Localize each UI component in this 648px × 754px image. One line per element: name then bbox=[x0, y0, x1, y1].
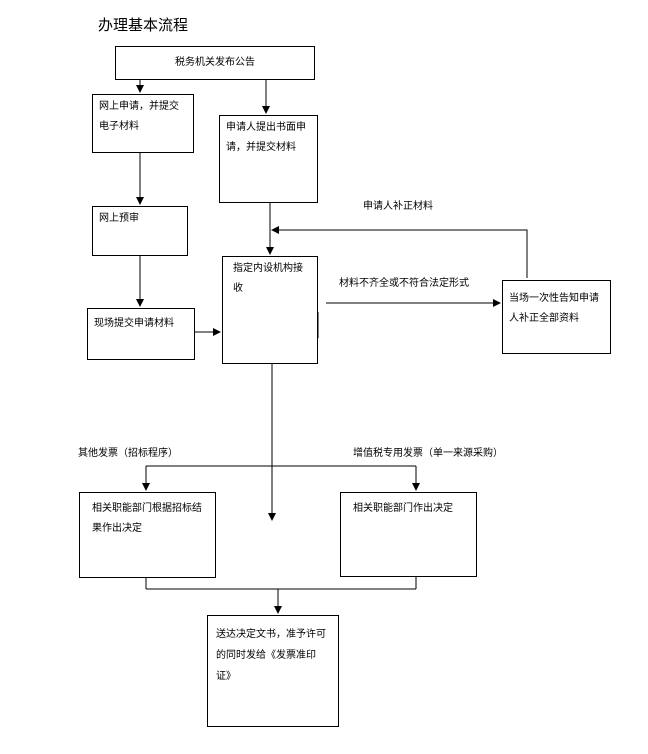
node-decide-vat: 相关职能部门作出决定 bbox=[340, 492, 477, 577]
node-notify: 当场一次性告知申请人补正全部资料 bbox=[502, 280, 611, 354]
label-other-invoice: 其他发票（招标程序） bbox=[78, 448, 178, 459]
node-receive: 指定内设机构接收 bbox=[222, 256, 318, 364]
node-deliver: 送达决定文书，准予许可的同时发给《发票准印证》 bbox=[207, 615, 339, 727]
node-paper-apply: 申请人提出书面申请，并提交材料 bbox=[219, 115, 318, 203]
page-title: 办理基本流程 bbox=[98, 16, 189, 34]
node-decide-other: 相关职能部门根据招标结果作出决定 bbox=[79, 492, 216, 578]
node-onsite-submit: 现场提交申请材料 bbox=[87, 308, 195, 360]
label-vat-invoice: 增值税专用发票（单一来源采购） bbox=[353, 448, 503, 459]
node-announce: 税务机关发布公告 bbox=[115, 46, 315, 80]
node-decide-other-text: 相关职能部门根据招标结果作出决定 bbox=[92, 503, 202, 534]
label-incomplete: 材料不齐全或不符合法定形式 bbox=[339, 278, 469, 289]
node-online-apply: 网上申请，并提交电子材料 bbox=[92, 94, 194, 153]
node-online-review: 网上预审 bbox=[92, 206, 188, 256]
label-supplement: 申请人补正材料 bbox=[363, 201, 433, 212]
